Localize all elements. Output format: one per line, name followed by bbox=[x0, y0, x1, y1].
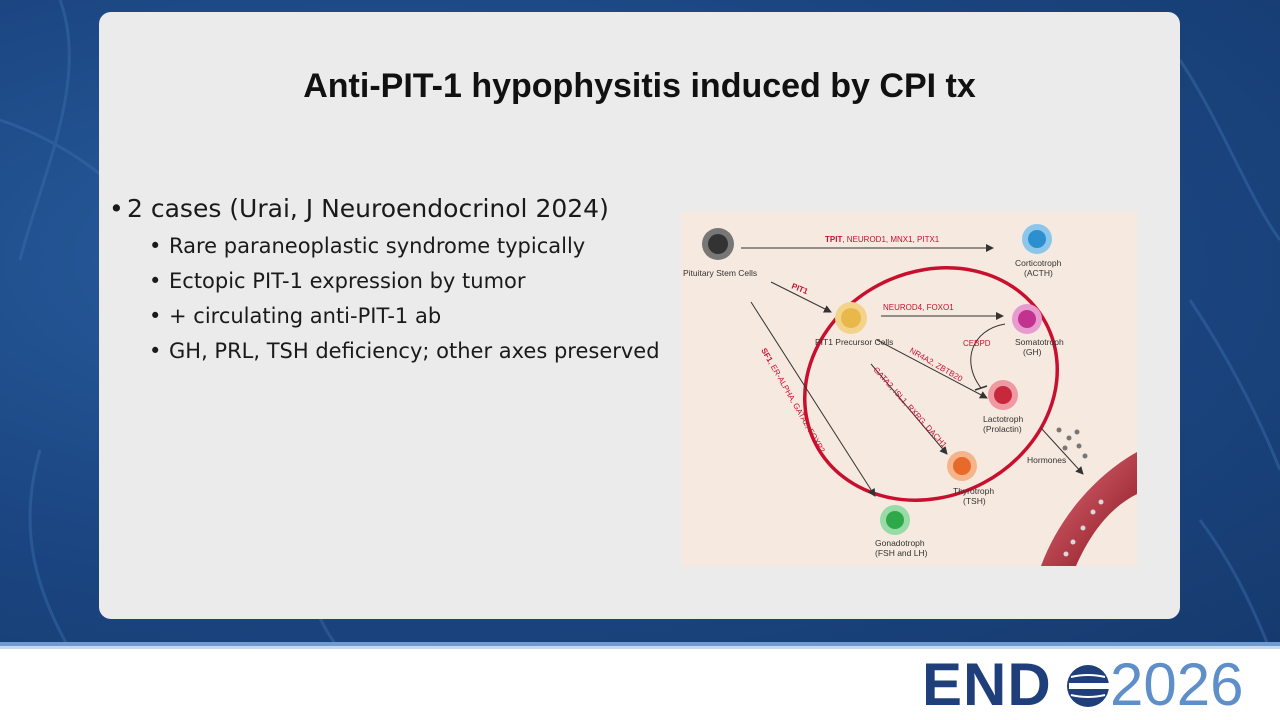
blood-vessel bbox=[1041, 452, 1137, 566]
somatotroph-cell bbox=[1012, 304, 1042, 334]
slide-title: Anti-PIT-1 hypophysitis induced by CPI t… bbox=[303, 67, 976, 105]
globe-icon bbox=[1067, 665, 1109, 707]
logo-year: 2026 bbox=[1110, 651, 1244, 718]
factor-pit1: PIT1 bbox=[790, 282, 810, 297]
label-hormones: Hormones bbox=[1027, 455, 1066, 465]
label-somatotroph: Somatotroph bbox=[1015, 337, 1064, 347]
slide-card: Anti-PIT-1 hypophysitis induced by CPI t… bbox=[99, 12, 1180, 619]
arrow-to-thyrotroph bbox=[870, 363, 948, 455]
bullet-sub: GH, PRL, TSH deficiency; other axes pres… bbox=[149, 336, 669, 366]
arrow-to-precursor bbox=[770, 281, 832, 313]
thyrotroph-cell bbox=[947, 451, 977, 481]
label-stem: Pituitary Stem Cells bbox=[683, 268, 757, 278]
label-corticotroph-sub: (ACTH) bbox=[1024, 268, 1053, 278]
footer-bar bbox=[0, 642, 1280, 720]
bullet-list: 2 cases (Urai, J Neuroendocrinol 2024) R… bbox=[109, 192, 669, 366]
stem-cell bbox=[702, 228, 734, 260]
footer-stripe bbox=[0, 642, 1280, 646]
label-gonadotroph-sub: (FSH and LH) bbox=[875, 548, 928, 558]
factor-gata2: GATA2, ISL1, RXRG, DACH1 bbox=[872, 365, 949, 450]
endo-logo: END 2026 bbox=[922, 655, 1272, 715]
factor-neurod4: NEUROD4, FOXO1 bbox=[883, 303, 954, 312]
pit1-lineage-ring bbox=[802, 266, 1060, 502]
factor-sf1: SF1, ER-ALPHA, GATA2, FOXP2 bbox=[759, 347, 827, 455]
factor-tpit-rest: , NEUROD1, MNX1, PITX1 bbox=[842, 235, 939, 244]
bullet-sub: Ectopic PIT-1 expression by tumor bbox=[149, 266, 669, 296]
bullet-sub: Rare paraneoplastic syndrome typically bbox=[149, 231, 669, 261]
lactotroph-cell bbox=[988, 380, 1018, 410]
corticotroph-cell bbox=[1022, 224, 1052, 254]
arrow-hormones-release bbox=[1040, 427, 1084, 475]
gonadotroph-cell bbox=[880, 505, 910, 535]
factor-tpit: TPIT, NEUROD1, MNX1, PITX1 bbox=[825, 235, 940, 244]
footer-stripe-light bbox=[0, 646, 1280, 649]
logo-word: END bbox=[922, 651, 1052, 718]
factor-nr4a2: NR4A2, ZBTB20 bbox=[908, 346, 965, 384]
label-lactotroph-sub: (Prolactin) bbox=[983, 424, 1022, 434]
label-somatotroph-sub: (GH) bbox=[1023, 347, 1042, 357]
precursor-cell bbox=[835, 302, 867, 334]
pituitary-differentiation-figure: Pituitary Stem Cells PIT1 Precursor Cell… bbox=[681, 212, 1137, 566]
factor-tpit-bold: TPIT bbox=[825, 235, 842, 244]
label-corticotroph: Corticotroph bbox=[1015, 258, 1062, 268]
bullet-main: 2 cases (Urai, J Neuroendocrinol 2024) bbox=[109, 192, 669, 226]
label-precursor: PIT1 Precursor Cells bbox=[815, 337, 893, 347]
hormone-dots bbox=[1056, 427, 1088, 459]
arrow-to-gonadotroph bbox=[750, 301, 876, 497]
bullet-sub: + circulating anti-PIT-1 ab bbox=[149, 301, 669, 331]
label-lactotroph: Lactotroph bbox=[983, 414, 1023, 424]
arrow-to-lactotroph bbox=[876, 339, 988, 399]
label-thyrotroph: Thyrotroph bbox=[953, 486, 994, 496]
factor-cebpd: CEBPD bbox=[963, 339, 991, 348]
cebpd-inhibition-line bbox=[970, 323, 1006, 389]
vessel-particles bbox=[1063, 499, 1104, 557]
label-gonadotroph: Gonadotroph bbox=[875, 538, 925, 548]
differentiation-diagram: Pituitary Stem Cells PIT1 Precursor Cell… bbox=[683, 224, 1137, 566]
label-thyrotroph-sub: (TSH) bbox=[963, 496, 986, 506]
